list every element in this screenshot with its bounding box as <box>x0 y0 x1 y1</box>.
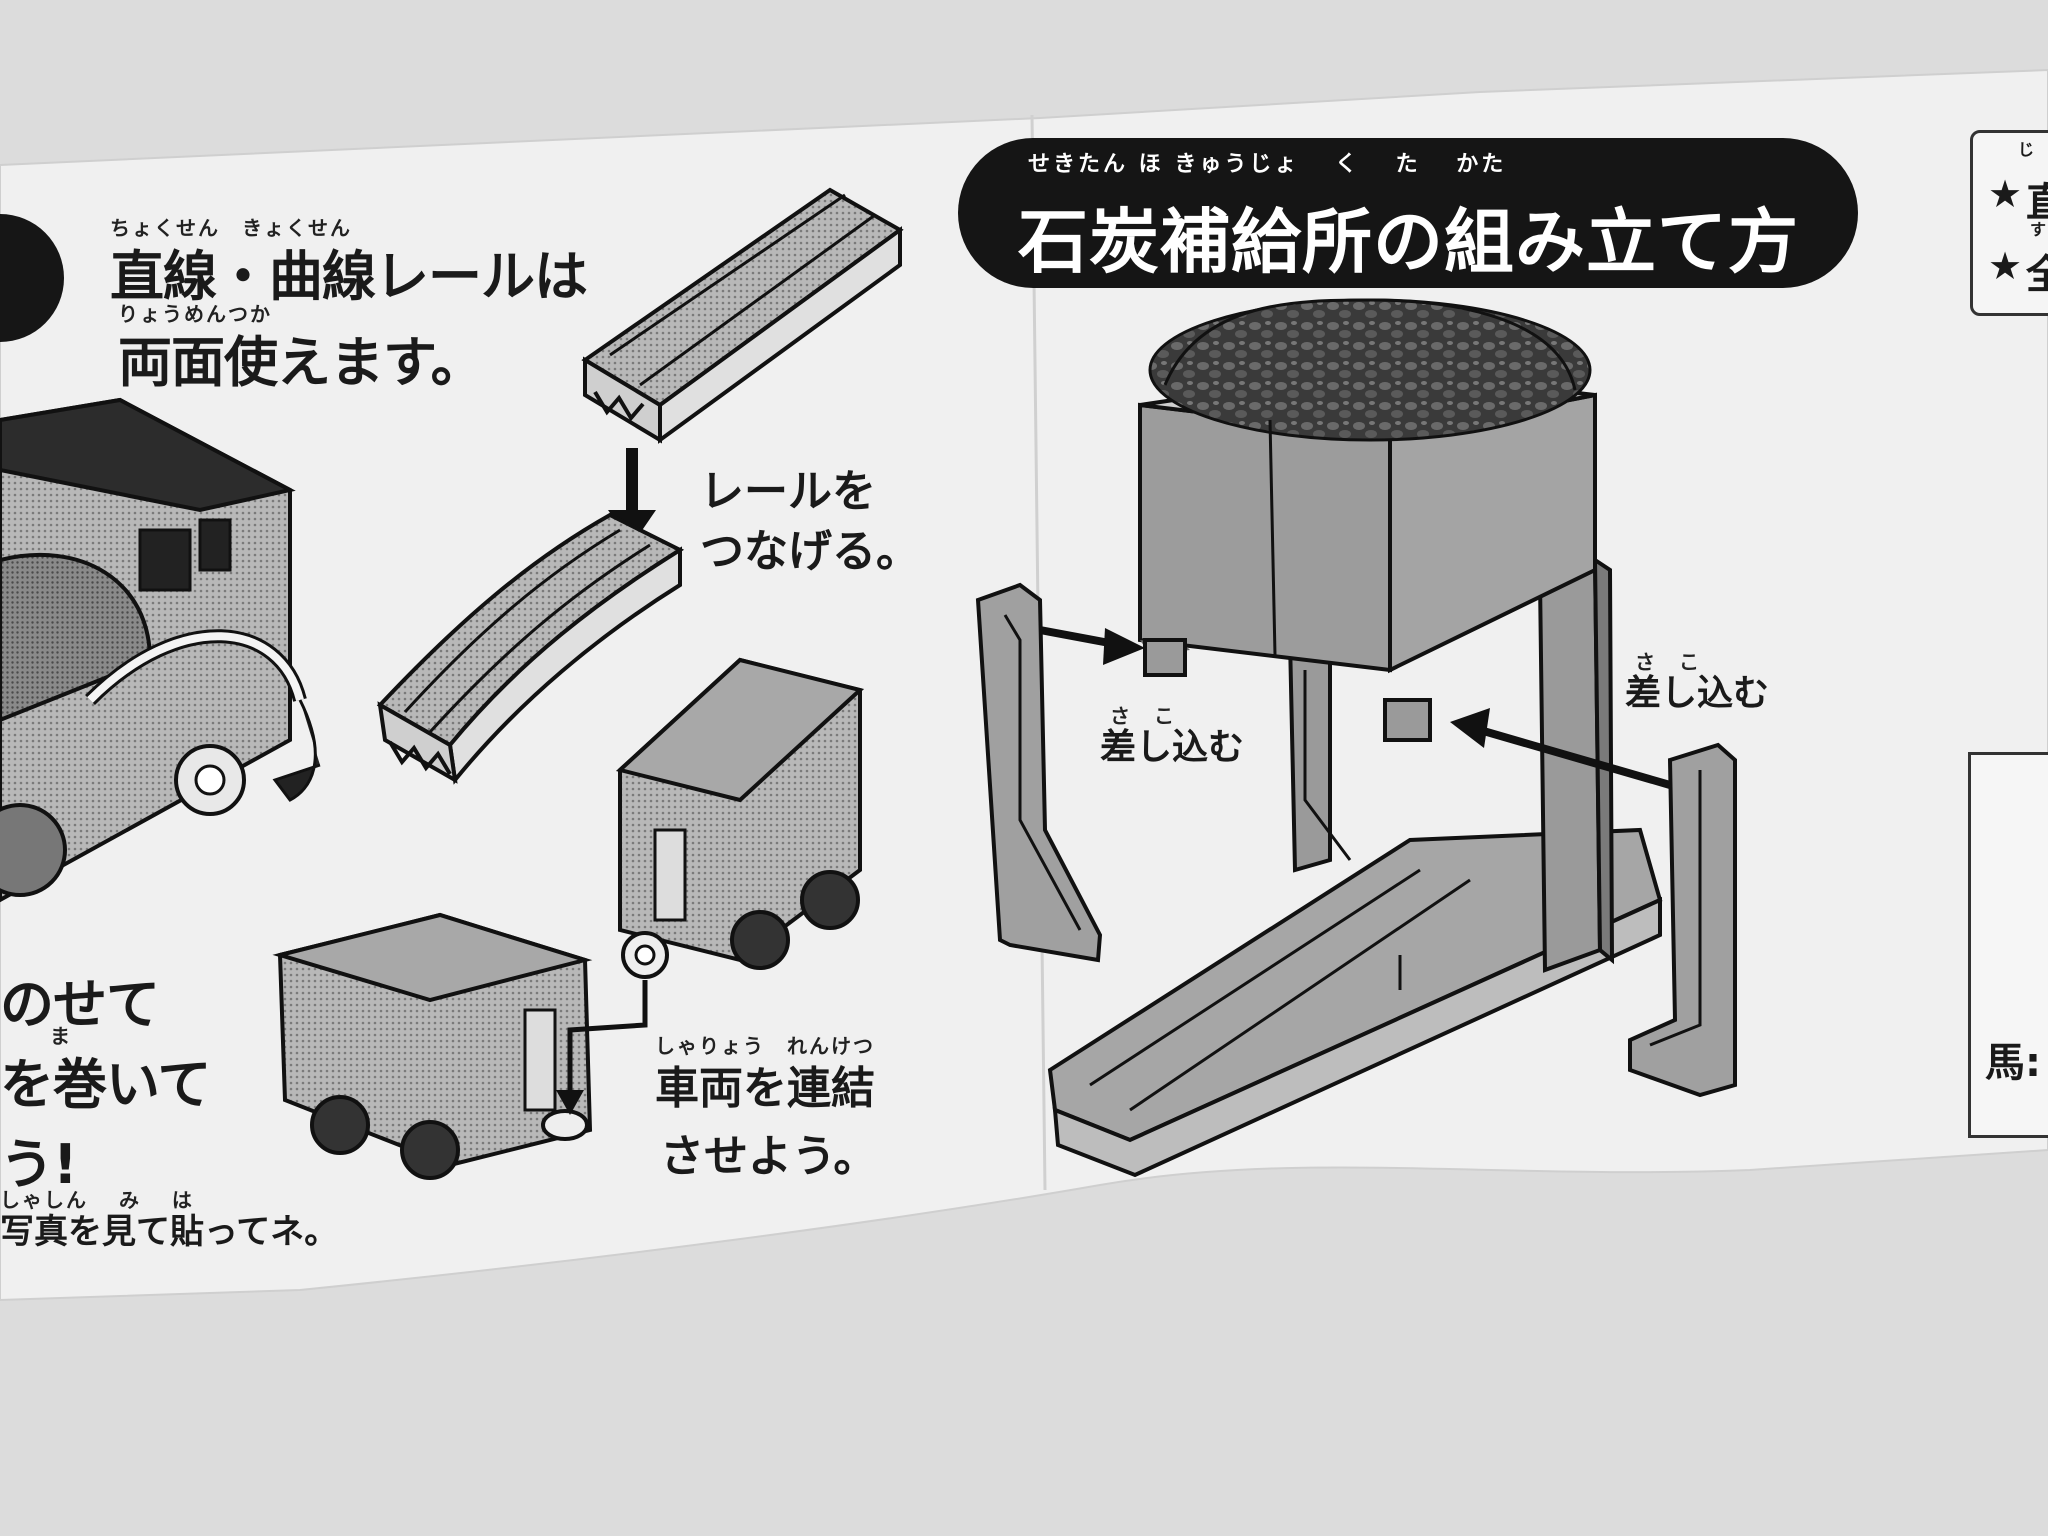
left-partial-line4: 写真を見て貼ってネ。 <box>0 1212 339 1252</box>
star-icon-2: ★ <box>1988 244 2023 288</box>
curved-rail-illustration <box>376 512 685 785</box>
freight-car-front-illustration <box>272 912 648 1180</box>
couple-instruction-line2: させよう。 <box>660 1131 878 1182</box>
insert-right-ruby: さ こ <box>1635 650 1701 674</box>
coal-station-illustration <box>975 298 1737 1178</box>
rail-instruction-line1: レールを <box>700 466 876 517</box>
couple-instruction-line1: 車両を連結 <box>655 1063 875 1114</box>
locomotive-illustration <box>0 397 321 903</box>
notes-ruby-top: じ <box>2018 140 2035 159</box>
info-panel <box>1968 752 2048 1138</box>
left-partial-line3: う! <box>0 1133 78 1196</box>
rail-heading-line2: 両面使えます。 <box>118 331 485 394</box>
star-icon: ★ <box>1988 172 2023 216</box>
straight-rail-illustration <box>581 187 904 444</box>
freight-car-back-illustration <box>615 657 865 979</box>
insert-right-label: 差し込む <box>1625 673 1770 714</box>
insert-right-arrow-icon <box>1478 726 1672 789</box>
notes-box <box>1970 130 2048 316</box>
heading-ruby-2: りょうめんつか <box>118 302 272 326</box>
heading-ruby: ちょくせん きょくせん <box>110 216 352 240</box>
insert-left-ruby: さ こ <box>1110 704 1176 728</box>
notes-char-mid: 全 <box>2026 252 2048 298</box>
notes-char-top: 直 <box>2026 180 2048 226</box>
insert-left-label: 差し込む <box>1100 727 1245 768</box>
title-banner <box>958 138 1858 288</box>
step-badge <box>0 214 64 342</box>
left-partial-ruby-bottom: しゃしん み は <box>0 1188 194 1212</box>
couple-ruby: しゃりょう れんけつ <box>655 1034 875 1058</box>
title-ruby: せきたん ほ きゅうじょ く た かた <box>1028 152 1507 177</box>
rail-heading-line1: 直線・曲線レールは <box>110 245 588 308</box>
notes-ruby-mid: す <box>2030 220 2047 239</box>
page-title: 石炭補給所の組み立て方 <box>1018 201 1799 283</box>
rail-instruction-line2: つなげる。 <box>700 526 920 577</box>
left-partial-line2: を巻いて <box>0 1053 211 1116</box>
left-partial-ruby-ma: ま <box>50 1024 72 1048</box>
left-partial-line1: のせて <box>0 973 160 1036</box>
info-panel-text: 馬: <box>1985 1040 2041 1086</box>
